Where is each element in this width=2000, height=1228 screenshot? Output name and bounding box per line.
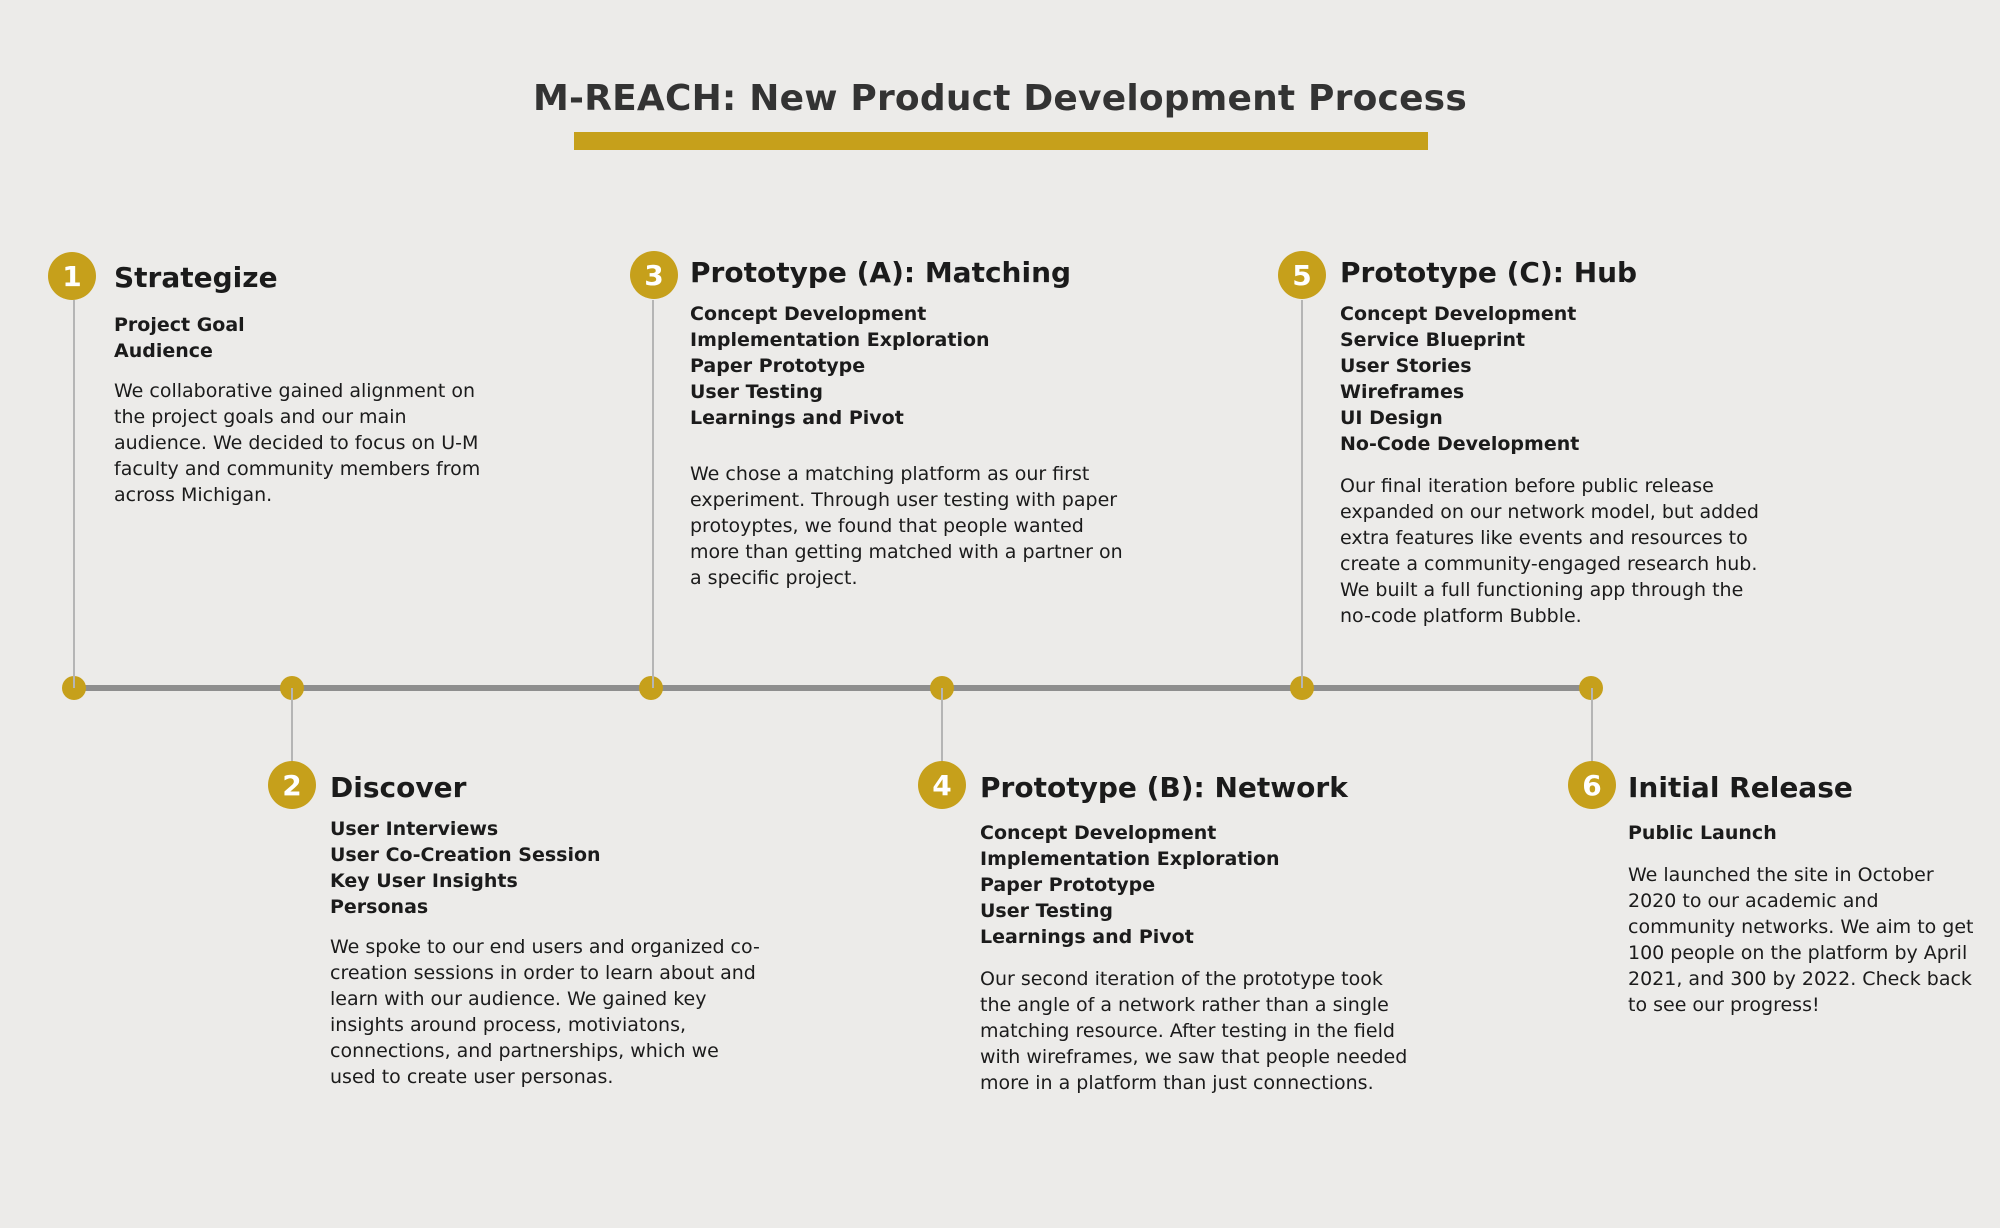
task-item: Public Launch	[1628, 822, 1777, 844]
task-item: Wireframes	[1340, 381, 1465, 403]
task-item: User Testing	[690, 381, 823, 403]
task-item: UI Design	[1340, 407, 1443, 429]
stage-title: Strategize	[114, 261, 278, 294]
step-badge-5: 5	[1278, 251, 1326, 299]
task-item: Implementation Exploration	[980, 848, 1280, 870]
connector-2	[291, 688, 293, 768]
task-item: Concept Development	[1340, 303, 1577, 325]
task-item: User Stories	[1340, 355, 1472, 377]
task-item: Paper Prototype	[690, 355, 866, 377]
task-item: Project Goal	[114, 314, 245, 336]
connector-5	[1301, 300, 1303, 688]
stage-title: Discover	[330, 771, 467, 804]
stage-title: Prototype (B): Network	[980, 771, 1348, 804]
step-badge-1: 1	[48, 252, 96, 300]
task-list: User Interviews User Co-Creation Session…	[330, 816, 760, 920]
stage-description: We launched the site in October 2020 to …	[1628, 864, 1974, 1016]
step-badge-2: 2	[268, 761, 316, 809]
task-item: Service Blueprint	[1340, 329, 1526, 351]
stage-title: Prototype (A): Matching	[690, 256, 1072, 289]
task-list: Public Launch	[1628, 820, 1983, 846]
stage-description: We collaborative gained alignment on the…	[114, 380, 481, 506]
timeline-line	[74, 685, 1591, 691]
task-item: Paper Prototype	[980, 874, 1156, 896]
task-list: Concept Development Implementation Explo…	[690, 301, 1130, 431]
task-item: User Co-Creation Session	[330, 844, 601, 866]
stage-discover: Discover User Interviews User Co-Creatio…	[330, 770, 760, 1090]
title-underline	[574, 132, 1428, 150]
task-item: User Interviews	[330, 818, 499, 840]
task-item: Key User Insights	[330, 870, 518, 892]
task-list: Concept Development Implementation Explo…	[980, 820, 1420, 950]
task-item: Learnings and Pivot	[690, 407, 904, 429]
stage-prototype-a: Prototype (A): Matching Concept Developm…	[690, 255, 1130, 591]
task-list: Concept Development Service Blueprint Us…	[1340, 301, 1780, 457]
stage-strategize: Strategize Project Goal Audience We coll…	[114, 260, 494, 508]
task-item: Personas	[330, 896, 429, 918]
task-item: Concept Development	[690, 303, 927, 325]
task-item: Learnings and Pivot	[980, 926, 1194, 948]
stage-title: Initial Release	[1628, 771, 1853, 804]
connector-6	[1591, 688, 1593, 764]
stage-description: We spoke to our end users and organized …	[330, 936, 760, 1088]
stage-title: Prototype (C): Hub	[1340, 256, 1638, 289]
stage-description: Our final iteration before public releas…	[1340, 475, 1759, 627]
step-badge-4: 4	[918, 761, 966, 809]
task-item: Implementation Exploration	[690, 329, 990, 351]
step-badge-3: 3	[630, 251, 678, 299]
task-item: User Testing	[980, 900, 1113, 922]
stage-initial-release: Initial Release Public Launch We launche…	[1628, 770, 1983, 1018]
stage-description: Our second iteration of the prototype to…	[980, 968, 1408, 1094]
connector-4	[941, 688, 943, 764]
connector-1	[73, 300, 75, 688]
stage-prototype-b: Prototype (B): Network Concept Developme…	[980, 770, 1420, 1096]
stage-prototype-c: Prototype (C): Hub Concept Development S…	[1340, 255, 1780, 629]
page-title: M-REACH: New Product Development Process	[533, 78, 1467, 119]
stage-description: We chose a matching platform as our firs…	[690, 463, 1123, 589]
task-item: Audience	[114, 340, 213, 362]
task-item: Concept Development	[980, 822, 1217, 844]
task-list: Project Goal Audience	[114, 312, 494, 364]
step-badge-6: 6	[1568, 761, 1616, 809]
task-item: No-Code Development	[1340, 433, 1580, 455]
timeline-dot-3	[639, 676, 663, 700]
connector-3	[652, 300, 654, 688]
